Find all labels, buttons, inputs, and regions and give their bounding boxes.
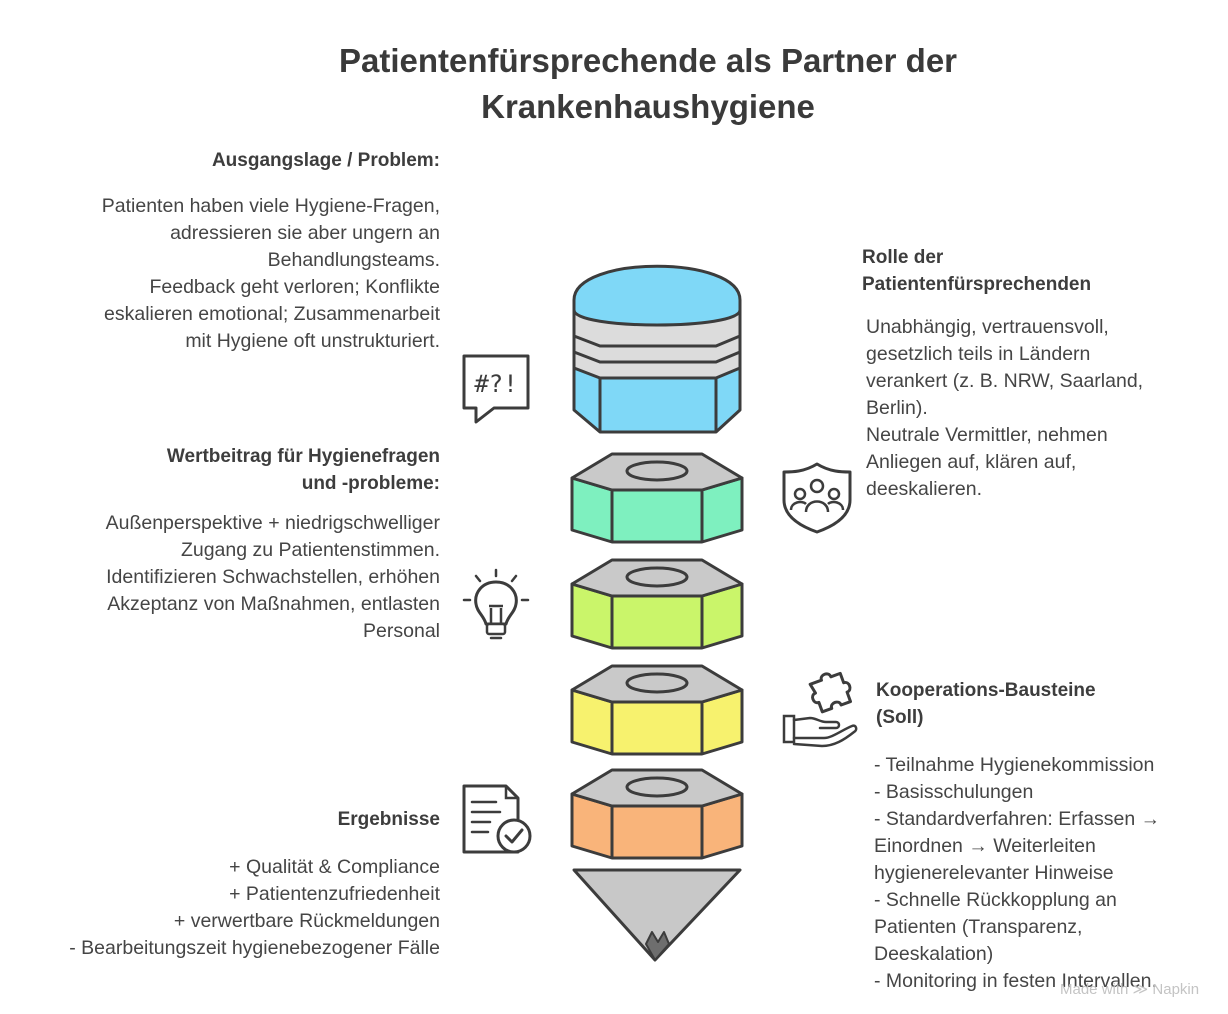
role-line: gesetzlich teils in Ländern	[866, 343, 1091, 365]
lightbulb-icon	[462, 568, 530, 640]
lime-segment-hole	[625, 566, 689, 588]
bulb-rays	[462, 568, 530, 602]
cooperation-heading: Kooperations-Bausteine (Soll)	[876, 680, 1096, 728]
speech-bubble-icon: #?!	[462, 354, 530, 424]
pencil-cone	[572, 868, 742, 962]
role-text: Unabhängig, vertrauensvoll, gesetzlich te…	[866, 314, 1196, 503]
hand-outline	[792, 716, 858, 748]
role-line: Berlin).	[866, 397, 928, 419]
check-mark	[504, 828, 524, 844]
bulb-filament	[489, 604, 503, 624]
top-cap-segment	[572, 264, 742, 434]
cooperation-line: - Basisschulungen	[874, 781, 1034, 803]
problem-line: mit Hygiene oft unstrukturiert.	[185, 330, 440, 352]
value-line: Personal	[363, 620, 440, 642]
value-heading: Wertbeitrag für Hygienefragen und -probl…	[166, 446, 440, 494]
results-line: + Qualität & Compliance	[229, 856, 440, 878]
hand-cuff	[782, 714, 796, 744]
speech-bubble-symbols: #?!	[474, 370, 517, 398]
person-center-head	[809, 478, 825, 494]
cooperation-line: - Teilnahme Hygienekommission	[874, 754, 1155, 776]
results-line: + Patientenzufriedenheit	[229, 883, 440, 905]
cap-band-line-1	[573, 334, 741, 348]
problem-line: Feedback geht verloren; Konflikte	[149, 276, 440, 298]
page-title: Patientenfürsprechende als Partner der K…	[338, 42, 958, 125]
checklist-document-icon	[462, 784, 532, 854]
bulb-glass	[474, 580, 518, 626]
cooperation-line: Deeskalation)	[874, 943, 994, 965]
role-line: Neutrale Vermittler, nehmen	[866, 424, 1108, 446]
problem-heading: Ausgangslage / Problem:	[211, 150, 440, 171]
cooperation-line: - Schnelle Rückkopplung an	[874, 889, 1117, 911]
role-line: Anliegen auf, klären auf,	[866, 451, 1077, 473]
person-left-body	[789, 500, 807, 511]
lime-segment	[570, 558, 744, 650]
cooperation-line: - Standardverfahren: Erfassen →	[874, 808, 1161, 830]
role-heading: Rolle der Patientenfürsprechenden	[862, 247, 1092, 295]
cooperation-line: Patienten (Transparenz,	[874, 916, 1083, 938]
tip-segment	[572, 868, 742, 962]
problem-line: eskalieren emotional; Zusammenarbeit	[104, 303, 440, 325]
value-line: Identifizieren Schwachstellen, erhöhen	[106, 566, 440, 588]
document-fold	[504, 786, 518, 800]
puzzle-piece	[808, 671, 853, 714]
problem-line: Patienten haben viele Hygiene-Fragen,	[101, 195, 440, 217]
bulb-base	[485, 622, 507, 636]
pencil-lead	[645, 931, 670, 961]
cap-band-line-2	[573, 350, 741, 364]
problem-line: Behandlungsteams.	[267, 249, 440, 271]
check-circle	[496, 818, 532, 854]
yellow-segment-hole	[625, 672, 689, 694]
hand-puzzle-icon	[782, 671, 858, 748]
cooperation-text: - Teilnahme Hygienekommission - Basisschu…	[874, 752, 1214, 995]
cooperation-line: - Monitoring in festen Intervallen.	[874, 970, 1157, 992]
results-text: + Qualität & Compliance + Patientenzufrie…	[10, 854, 440, 962]
value-line: Akzeptanz von Maßnahmen, entlasten	[107, 593, 440, 615]
results-heading: Ergebnisse	[337, 809, 440, 830]
role-line: verankert (z. B. NRW, Saarland,	[866, 370, 1144, 392]
person-right-head	[827, 487, 841, 501]
speech-bubble-outline	[462, 354, 530, 424]
cap-dome	[572, 264, 742, 327]
problem-line: adressieren sie aber ungern an	[170, 222, 440, 244]
people-shield-icon	[782, 462, 852, 534]
cooperation-line: hygienerelevanter Hinweise	[874, 862, 1114, 884]
value-line: Außenperspektive + niedrigschwelliger	[105, 512, 440, 534]
green-segment	[570, 452, 744, 544]
person-left-head	[793, 487, 807, 501]
results-line: + verwertbare Rückmeldungen	[173, 910, 440, 932]
green-segment-hole	[625, 460, 689, 482]
orange-segment-hole	[625, 776, 689, 798]
watermark: Made with ≫ Napkin	[1060, 981, 1200, 998]
value-line: Zugang zu Patientenstimmen.	[180, 539, 440, 561]
role-line: deeskalieren.	[866, 478, 982, 500]
orange-segment	[570, 768, 744, 860]
shield-outline	[782, 462, 852, 534]
cooperation-line: Einordnen → Weiterleiten	[874, 835, 1096, 857]
results-line: - Bearbeitungszeit hygienebezogener Fäll…	[69, 937, 440, 959]
person-right-body	[827, 500, 845, 511]
role-line: Unabhängig, vertrauensvoll,	[866, 316, 1109, 338]
yellow-segment	[570, 664, 744, 756]
document-lines	[470, 800, 502, 834]
problem-text: Patienten haben viele Hygiene-Fragen, adr…	[20, 193, 440, 355]
person-center-body	[804, 500, 830, 513]
